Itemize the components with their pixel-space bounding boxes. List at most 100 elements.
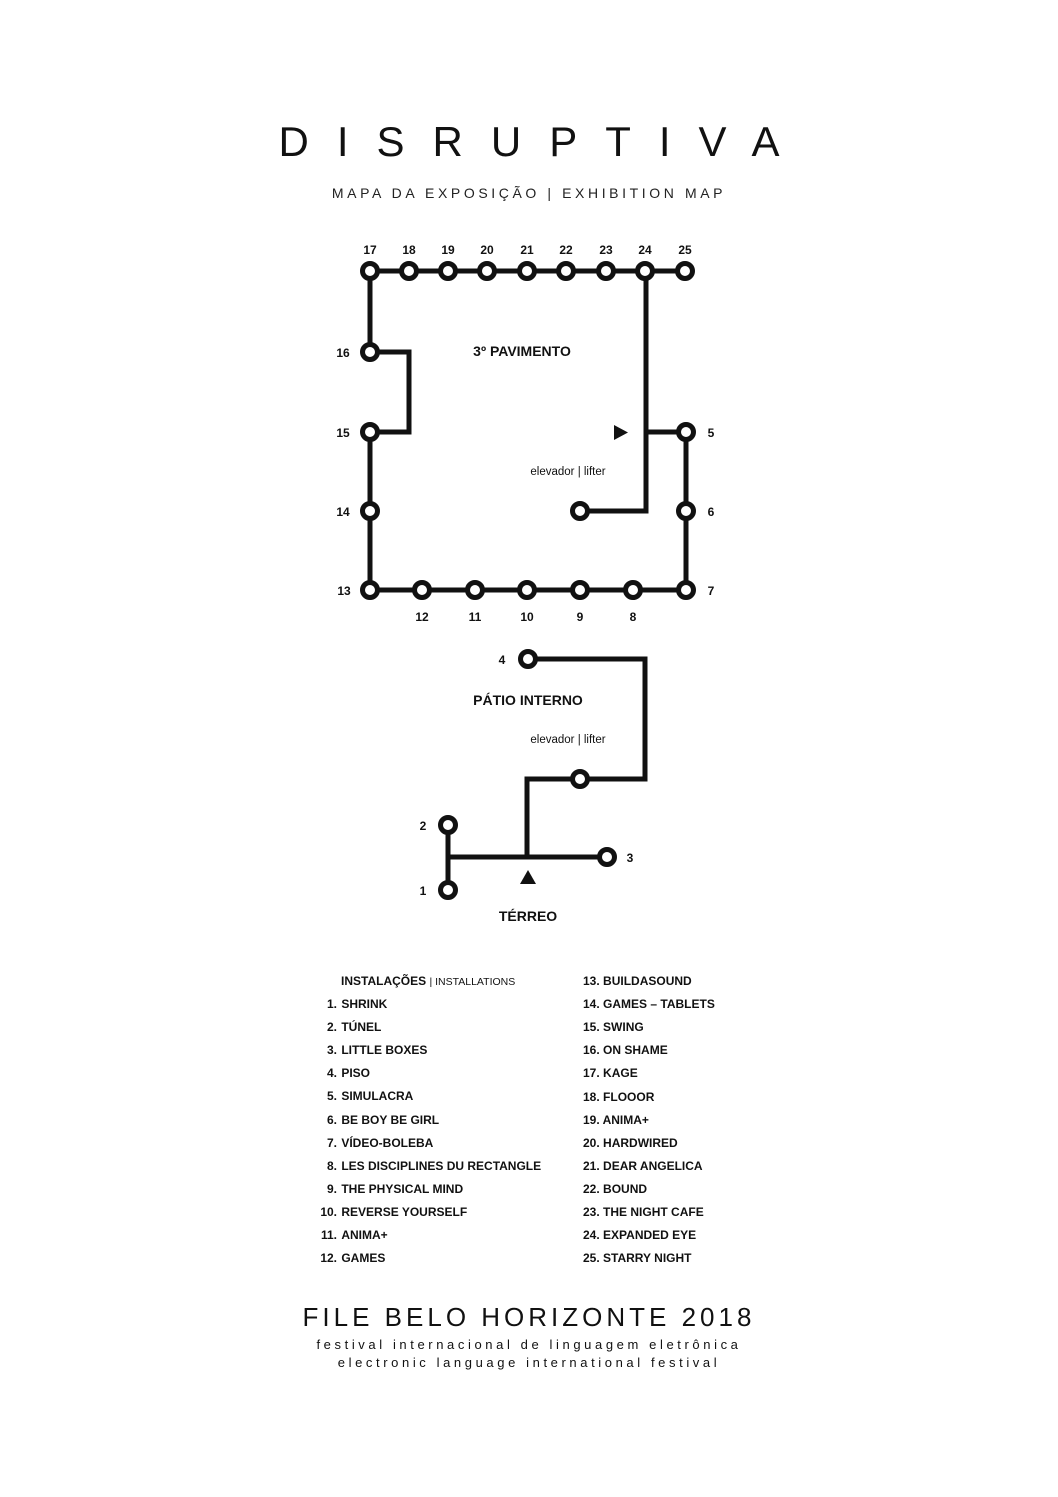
legend-item: 8. LES DISCIPLINES DU RECTANGLE [317,1159,541,1173]
station-label: 7 [708,584,715,598]
station-label: 24 [638,243,652,257]
legend-item: 22. BOUND [583,1182,647,1196]
station-label: 4 [499,653,506,667]
station-node-21 [517,261,537,281]
festival-subtitle-pt: festival internacional de linguagem elet… [316,1337,742,1352]
legend-item-number: 10. [320,1204,337,1219]
legend-item-number: 11. [320,1228,337,1242]
legend-item: 9. THE PHYSICAL MIND [317,1182,463,1196]
station-node-8 [623,580,643,600]
elevator-node-upper [570,501,590,521]
legend-item-name: KAGE [603,1066,638,1081]
legend-item: 17. KAGE [583,1066,638,1080]
legend-item-name: ANIMA+ [341,1228,388,1242]
legend-item-name: VÍDEO-BOLEBA [341,1135,434,1150]
legend-item: 13. BUILDASOUND [583,974,692,988]
legend-heading-main: INSTALAÇÕES [341,974,427,988]
legend-item-name: SWING [603,1020,644,1035]
legend-item-name: HARDWIRED [603,1135,678,1150]
station-node-13 [360,580,380,600]
station-node-20 [477,261,497,281]
legend-item-name: EXPANDED EYE [603,1228,697,1243]
legend-item-number: 8. [326,1158,337,1173]
route-left-upper [367,271,412,590]
legend-item: 1. SHRINK [317,997,387,1011]
legend-item: 20. HARDWIRED [583,1136,678,1150]
station-node-7 [676,580,696,600]
station-node-9 [570,580,590,600]
legend-item-number: 1. [326,997,337,1011]
legend-item: 3. LITTLE BOXES [317,1043,427,1057]
legend-item: 7. VÍDEO-BOLEBA [317,1136,433,1150]
legend-item-name: BE BOY BE GIRL [341,1112,440,1127]
station-label: 21 [520,243,534,257]
legend-item-number: 22. [583,1181,600,1196]
legend-item-name: FLOOOR [603,1089,655,1104]
legend-item: 23. THE NIGHT CAFE [583,1205,704,1219]
festival-title: FILE BELO HORIZONTE 2018 [302,1302,756,1332]
floor3-label: 3º PAVIMENTO [473,343,571,359]
station-node-15 [360,422,380,442]
station-label: 6 [708,505,715,519]
legend-item-name: SHRINK [341,997,388,1011]
legend-item: 14. GAMES – TABLETS [583,997,715,1011]
legend-item: 21. DEAR ANGELICA [583,1159,703,1173]
legend-item-number: 4. [326,1066,337,1081]
legend-item-number: 12. [320,1251,337,1266]
route-lift-upper [580,271,649,514]
station-node-18 [399,261,419,281]
legend-item-number: 7. [326,1135,337,1150]
station-node-2 [438,815,458,835]
station-label: 23 [599,243,613,257]
station-label: 12 [415,610,429,624]
legend-item-name: BOUND [603,1181,648,1196]
legend-item-name: DEAR ANGELICA [603,1158,703,1173]
legend-item: 5. SIMULACRA [317,1089,413,1103]
festival-subtitle-en: electronic language international festiv… [337,1355,721,1370]
legend-item-number: 21. [583,1158,600,1173]
elevator-label-upper: elevador | lifter [530,466,605,478]
legend-item-number: 23. [583,1205,600,1219]
legend-item-name: REVERSE YOURSELF [341,1204,468,1219]
station-label: 20 [480,243,494,257]
station-label: 3 [627,851,634,865]
legend-heading: INSTALAÇÕES | INSTALLATIONS [341,974,515,988]
legend-item: 24. EXPANDED EYE [583,1228,696,1242]
station-node-14 [360,501,380,521]
legend-item-number: 9. [326,1181,337,1196]
legend-item: 6. BE BOY BE GIRL [317,1113,439,1127]
legend-item-name: GAMES [341,1251,386,1266]
legend-item: 25. STARRY NIGHT [583,1251,691,1265]
station-label: 2 [420,819,427,833]
station-node-6 [676,501,696,521]
elevator-arrow-right-icon [614,425,628,440]
station-node-3 [597,847,617,867]
station-node-11 [465,580,485,600]
legend-item-number: 3. [326,1043,337,1058]
station-node-16 [360,342,380,362]
station-node-24 [635,261,655,281]
legend-item-number: 5. [326,1089,337,1104]
station-node-17 [360,261,380,281]
station-node-22 [556,261,576,281]
station-label: 8 [630,610,637,624]
station-node-19 [438,261,458,281]
route-patio [524,656,648,857]
legend-item-number: 24. [583,1228,600,1243]
legend-item-name: THE PHYSICAL MIND [341,1181,464,1196]
legend-item-name: PISO [341,1066,371,1081]
legend-item-number: 25. [583,1251,600,1266]
legend-heading-sub: | INSTALLATIONS [429,976,516,988]
legend-item: 18. FLOOOR [583,1090,654,1104]
legend-item: 4. PISO [317,1066,370,1080]
legend-item: 16. ON SHAME [583,1043,668,1057]
legend-item-name: GAMES – TABLETS [603,997,715,1012]
elevator-label-lower: elevador | lifter [530,734,605,746]
legend-item-number: 15. [583,1020,600,1035]
station-node-25 [675,261,695,281]
station-label: 16 [336,346,350,360]
station-label: 15 [336,426,350,440]
station-node-23 [596,261,616,281]
station-label: 14 [336,505,350,519]
